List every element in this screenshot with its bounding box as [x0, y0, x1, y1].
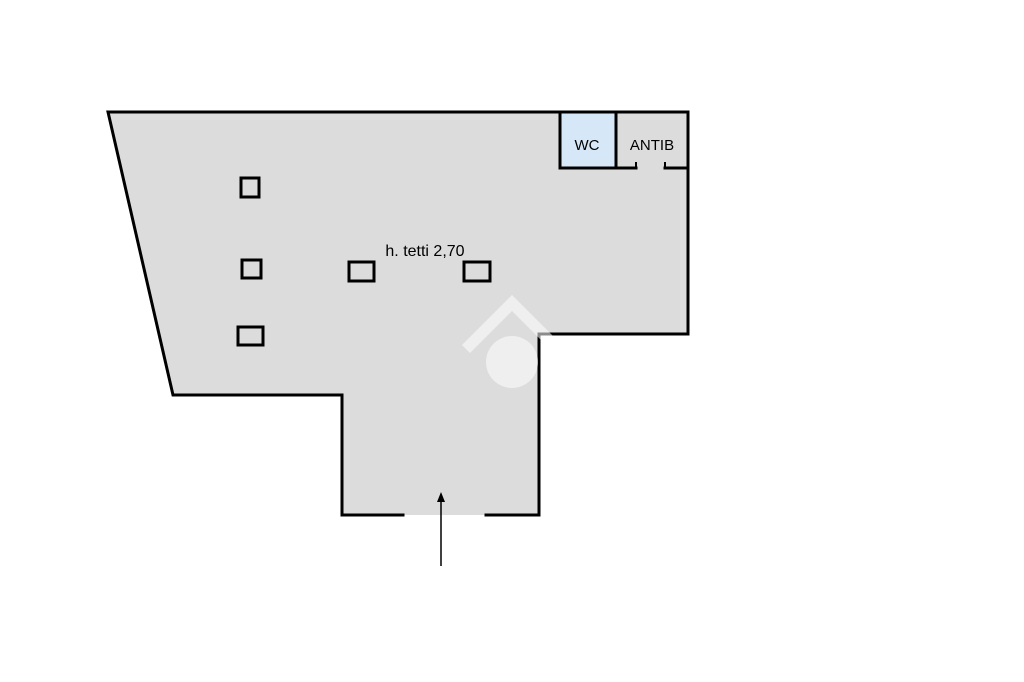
antib-label: ANTIB — [630, 137, 674, 154]
column-icon — [240, 258, 263, 280]
door-stubs — [635, 162, 666, 168]
columns — [236, 176, 492, 347]
watermark-circle — [486, 336, 538, 388]
column-icon — [462, 260, 492, 283]
column-icon — [236, 325, 265, 347]
watermark-roof — [462, 295, 556, 353]
floor-area — [108, 112, 688, 515]
ceiling-height-label: h. tetti 2,70 — [385, 243, 464, 260]
internal-walls — [558, 110, 690, 170]
entrance-arrow-icon — [437, 492, 445, 566]
exterior-walls — [106, 110, 690, 517]
watermark-logo-icon — [462, 295, 556, 388]
column-icon — [239, 176, 261, 199]
column-icon — [347, 260, 376, 283]
wc-room — [560, 112, 616, 168]
wall-main — [106, 110, 690, 517]
wc-label: WC — [575, 137, 600, 154]
entrance-arrow-head — [437, 492, 445, 502]
